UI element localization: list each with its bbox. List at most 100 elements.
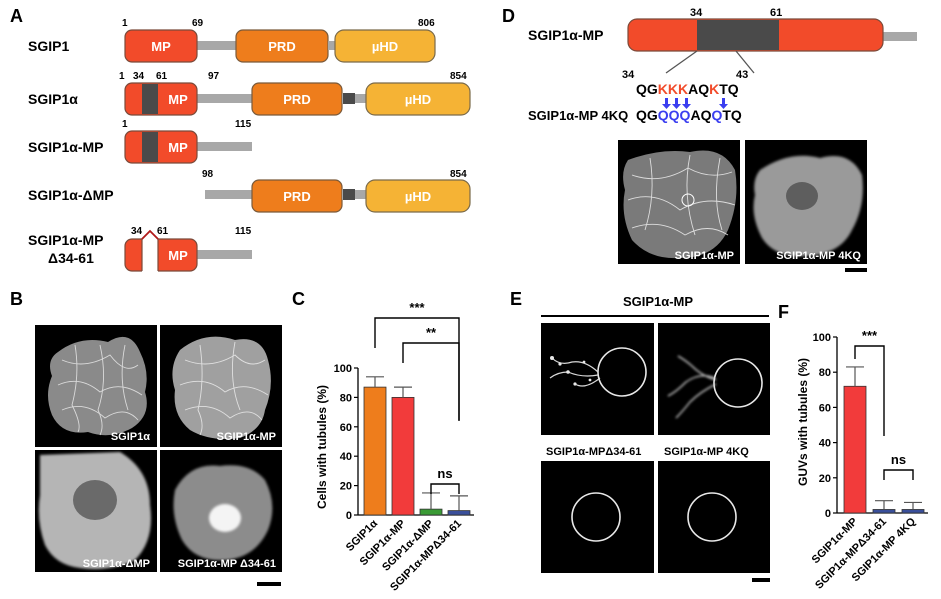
residue-number: 61 — [157, 226, 169, 237]
domain-label-prd: PRD — [268, 39, 295, 54]
linker — [880, 32, 917, 41]
domain-label-mp: MP — [168, 92, 188, 107]
residue-number: 1 — [122, 119, 128, 130]
panel-letter-e: E — [510, 289, 522, 309]
micrograph-label: SGIP1α — [111, 431, 150, 443]
y-tick-label: 60 — [340, 422, 352, 434]
y-tick-label: 100 — [813, 332, 831, 344]
residue-number: 854 — [450, 169, 467, 180]
bar-1 — [843, 385, 867, 514]
significance-label: ** — [426, 325, 437, 340]
chart-f: GUVs with tubules (%) 020406080100SGIP1α… — [796, 328, 928, 592]
linker — [197, 41, 237, 50]
residue-number: 854 — [450, 71, 467, 82]
bar-1 — [363, 386, 387, 516]
guv-image-4 — [658, 461, 770, 573]
micrograph-label: SGIP1α-MP 4KQ — [776, 250, 861, 262]
construct-label-sgip1a: SGIP1α — [28, 91, 78, 107]
chart-f-ylabel: GUVs with tubules (%) — [796, 358, 810, 486]
panel-d: SGIP1α-MP 34 61 34 43 QGKKKAQKTQ SGIP1α-… — [528, 7, 917, 272]
nucleus — [73, 480, 117, 520]
panel-letter-b: B — [10, 289, 23, 309]
domain-label-mp: MP — [151, 39, 171, 54]
bright-nucleus — [209, 504, 241, 532]
domain-label-uhd: µHD — [405, 189, 431, 204]
residue-number: 61 — [770, 7, 782, 19]
construct-label-sgip1a-dmp: SGIP1α-ΔMP — [28, 187, 114, 203]
residue-number: 97 — [208, 71, 220, 82]
y-tick-label: 0 — [346, 510, 352, 522]
panel-letter-f: F — [778, 302, 789, 322]
chart-c: Cells with tubules (%) 020406080100SGIP1… — [315, 300, 474, 594]
panel-letter-d: D — [502, 6, 515, 26]
mutant-sequence: QGQQQAQQTQ — [636, 107, 742, 123]
mutant-label-d: SGIP1α-MP 4KQ — [528, 108, 628, 123]
nucleus — [786, 182, 818, 210]
micrograph-label: SGIP1α-MP — [675, 250, 734, 262]
uhd-domain — [365, 179, 471, 213]
micrograph-label: SGIP1α-ΔMP — [83, 558, 150, 570]
bar-4 — [447, 510, 471, 516]
scale-bar — [257, 582, 281, 586]
residue-number: 115 — [235, 119, 252, 130]
residue-number: 69 — [192, 18, 204, 29]
linker — [205, 190, 253, 199]
residue-number: 98 — [202, 169, 214, 180]
construct-label-d: SGIP1α-MP — [528, 27, 604, 43]
construct-label-sgip1: SGIP1 — [28, 38, 69, 54]
significance-label: ns — [891, 452, 906, 467]
linker — [197, 250, 252, 259]
bar-3 — [419, 508, 443, 516]
construct-label-sgip1a-mp: SGIP1α-MP — [28, 139, 104, 155]
residue-number: 34 — [133, 71, 145, 82]
y-tick-label: 80 — [340, 392, 352, 404]
mutation-arrows — [662, 98, 728, 109]
residue-number: 61 — [156, 71, 168, 82]
construct-label-sgip1a-mp-d34-61: SGIP1α-MP — [28, 232, 104, 248]
y-tick-label: 60 — [819, 402, 831, 414]
panel-letter-c: C — [292, 289, 305, 309]
domain-label-uhd: µHD — [405, 92, 431, 107]
linker — [197, 142, 252, 151]
uhd-domain — [365, 82, 471, 116]
domain-label-prd: PRD — [283, 92, 310, 107]
motif-34-61 — [142, 132, 158, 162]
panel-letter-a: A — [10, 6, 23, 26]
deletion-bridge — [141, 229, 159, 240]
scale-bar — [845, 268, 867, 272]
panel-b-micrographs: SGIP1α SGIP1α-MP SGIP1α-ΔMP SGIP1α-MP Δ3… — [35, 325, 282, 586]
residue-number: 115 — [235, 226, 252, 237]
y-tick-label: 40 — [819, 438, 831, 450]
significance-bracket — [374, 317, 460, 420]
significance-bracket — [402, 342, 460, 421]
domain-label-mp: MP — [168, 248, 188, 263]
domain-label-prd: PRD — [283, 189, 310, 204]
significance-label: ns — [437, 466, 452, 481]
y-tick-label: 20 — [340, 481, 352, 493]
y-tick-label: 40 — [340, 451, 352, 463]
residue-number: 1 — [119, 71, 125, 82]
micrograph-label: SGIP1α-MP Δ34-61 — [178, 558, 276, 570]
deletion-gap — [142, 238, 158, 272]
guv-label: SGIP1α-MPΔ34-61 — [546, 446, 641, 458]
linker-motif — [343, 93, 355, 104]
residue-number: 34 — [622, 69, 635, 81]
residue-number: 1 — [122, 18, 128, 29]
uhd-domain — [334, 29, 436, 63]
mp-domain — [124, 29, 198, 63]
domain-label-mp: MP — [168, 140, 188, 155]
residue-number: 34 — [131, 226, 143, 237]
guv-image-3 — [541, 461, 654, 573]
significance-bracket — [430, 483, 460, 494]
guv-label: SGIP1α-MP 4KQ — [664, 446, 749, 458]
y-tick-label: 20 — [819, 473, 831, 485]
significance-label: *** — [409, 300, 425, 315]
bar-3 — [901, 509, 925, 514]
panel-e-guv-images: SGIP1α-MP SGIP1α-MPΔ34-61 SGIP1α-MP 4KQ — [541, 294, 770, 582]
linker — [328, 41, 336, 50]
chart-c-ylabel: Cells with tubules (%) — [315, 385, 329, 509]
construct-label-line2: Δ34-61 — [48, 250, 94, 266]
significance-bracket — [854, 345, 885, 436]
